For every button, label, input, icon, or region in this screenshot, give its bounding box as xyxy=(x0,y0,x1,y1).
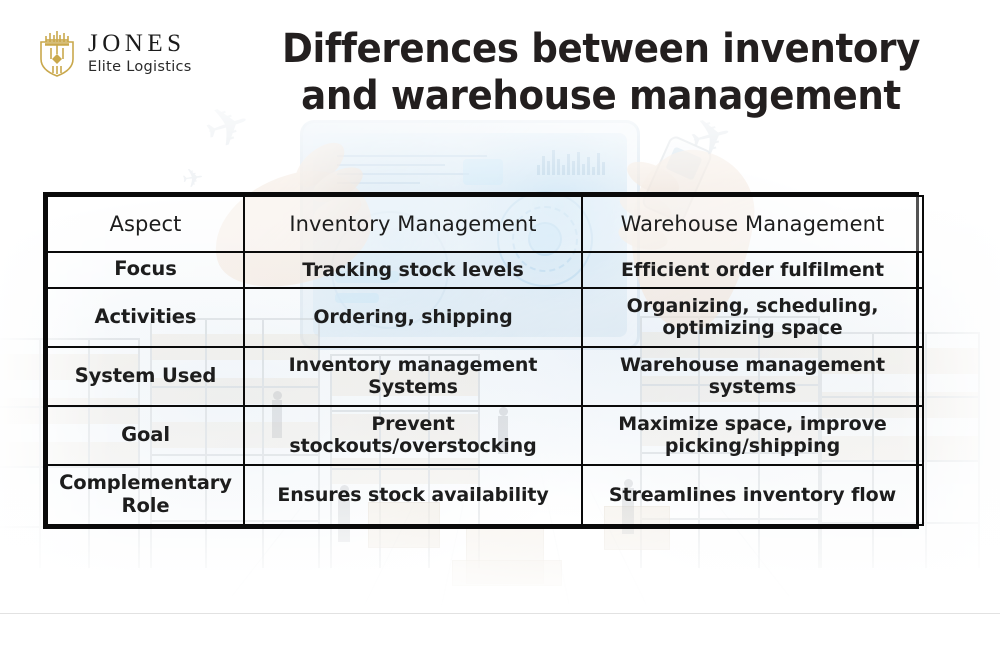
brand-logo[interactable]: JONES Elite Logistics xyxy=(36,28,192,78)
hud-lines-icon xyxy=(337,155,487,191)
table-row: Complementary Role Ensures stock availab… xyxy=(46,463,924,527)
cell-inventory: Inventory management Systems xyxy=(243,345,583,407)
page-title: Differences between inventory and wareho… xyxy=(270,26,932,120)
page-title-line-2: and warehouse management xyxy=(301,73,901,120)
pallet-boxes-image xyxy=(466,528,544,584)
cell-warehouse: Maximize space, improve picking/shipping xyxy=(581,404,924,466)
page-title-line-1: Differences between inventory xyxy=(282,26,920,72)
cell-warehouse: Warehouse management systems xyxy=(581,345,924,407)
brand-logo-text: JONES Elite Logistics xyxy=(88,29,192,76)
pallet-base-image xyxy=(452,560,562,586)
column-header-inventory: Inventory Management xyxy=(243,195,583,253)
comparison-table: Aspect Inventory Management Warehouse Ma… xyxy=(46,195,924,527)
brand-tagline: Elite Logistics xyxy=(88,59,192,76)
cell-aspect: Goal xyxy=(46,404,245,466)
cell-inventory: Ordering, shipping xyxy=(243,286,583,348)
table-row: System Used Inventory management Systems… xyxy=(46,345,924,407)
comparison-table-container: Aspect Inventory Management Warehouse Ma… xyxy=(43,192,924,529)
footer-divider xyxy=(0,613,1000,614)
cell-aspect: System Used xyxy=(46,345,245,407)
column-header-aspect: Aspect xyxy=(46,195,245,253)
hud-chip xyxy=(463,159,503,185)
shield-crown-logo-icon xyxy=(40,31,74,77)
hud-bar-chart-icon xyxy=(537,149,605,175)
column-header-warehouse: Warehouse Management xyxy=(581,195,924,253)
table-header-row: Aspect Inventory Management Warehouse Ma… xyxy=(46,195,924,253)
table-header: Aspect Inventory Management Warehouse Ma… xyxy=(46,195,924,253)
cell-aspect: Activities xyxy=(46,286,245,348)
cell-aspect: Focus xyxy=(46,251,245,289)
airplane-icon: ✈ xyxy=(180,162,206,196)
cell-inventory: Tracking stock levels xyxy=(243,251,583,289)
table-body: Focus Tracking stock levels Efficient or… xyxy=(46,251,924,527)
airplane-icon: ✈ xyxy=(196,89,259,164)
brand-name: JONES xyxy=(88,29,186,57)
cell-warehouse: Efficient order fulfilment xyxy=(581,251,924,289)
cell-inventory: Prevent stockouts/overstocking xyxy=(243,404,583,466)
cell-warehouse: Streamlines inventory flow xyxy=(581,463,924,527)
table-row: Focus Tracking stock levels Efficient or… xyxy=(46,251,924,289)
table-row: Goal Prevent stockouts/overstocking Maxi… xyxy=(46,404,924,466)
table-row: Activities Ordering, shipping Organizing… xyxy=(46,286,924,348)
cell-inventory: Ensures stock availability xyxy=(243,463,583,527)
cell-aspect: Complementary Role xyxy=(46,463,245,527)
cell-warehouse: Organizing, scheduling, optimizing space xyxy=(581,286,924,348)
